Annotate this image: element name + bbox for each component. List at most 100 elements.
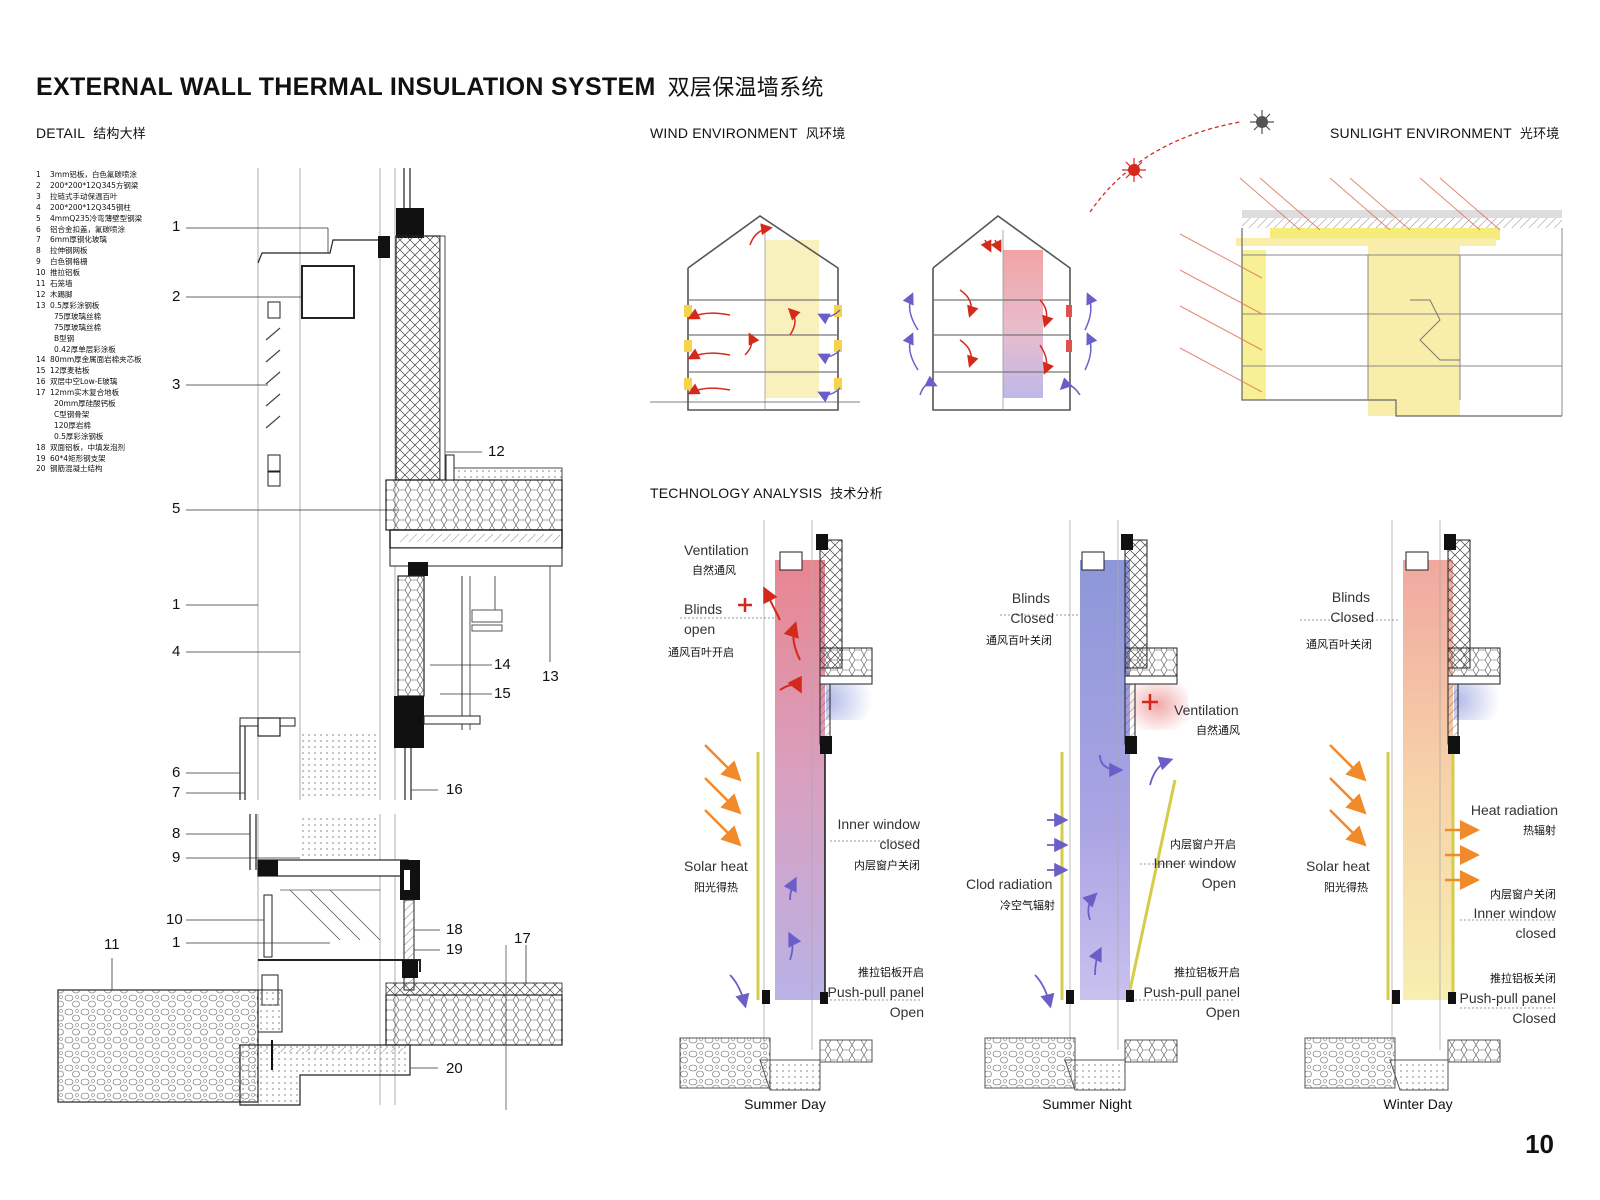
caption-summer-night: Summer Night [1042, 1096, 1132, 1112]
legend-text: 3mm铝板，白色氟碳喷涂 [50, 170, 137, 179]
caption-summer-day: Summer Day [744, 1096, 826, 1112]
legend-item: 3 拉链式手动保温百叶 [36, 192, 142, 203]
legend-number: 7 [36, 235, 41, 245]
sd-blinds-state: open [684, 621, 716, 637]
panel-summer-night [984, 520, 1235, 1091]
callout-1b: 1 [172, 596, 181, 613]
legend-number: 10 [36, 268, 46, 278]
legend-text: 60*4矩形钢支架 [50, 453, 106, 463]
legend-number: 3 [36, 191, 41, 201]
legend-item: 20mm厚硅酸钙板 [36, 399, 142, 410]
sn-ventilation-cn: 自然通风 [1196, 724, 1240, 737]
legend-text: 双面铝板，中填发泡剂 [50, 442, 125, 452]
page-number: 10 [1525, 1129, 1554, 1159]
detail-drawing [57, 168, 570, 1110]
legend-text: 0.5厚彩涂钢板 [54, 431, 104, 441]
callout-20: 20 [446, 1060, 463, 1077]
sn-panel-en: Push-pull panel [1143, 984, 1240, 1000]
legend-text: 75厚玻璃丝棉 [54, 322, 102, 332]
sd-solar-en: Solar heat [684, 858, 748, 874]
legend-text: 0.5厚彩涂钢板 [50, 300, 100, 310]
legend-number: 4 [36, 202, 41, 212]
callout-4: 4 [172, 643, 181, 660]
wd-blinds-cn: 通风百叶关闭 [1306, 638, 1372, 651]
section-tech-en: TECHNOLOGY ANALYSIS [650, 485, 823, 501]
wd-heat-cn: 热辐射 [1523, 824, 1556, 837]
section-tech-cn: 技术分析 [830, 487, 883, 502]
sd-inner-cn: 内层窗户关闭 [854, 859, 920, 872]
callout-10: 10 [166, 911, 183, 928]
section-sunlight-en: SUNLIGHT ENVIRONMENT [1330, 125, 1512, 141]
section-detail-cn: 结构大样 [93, 127, 146, 142]
sn-blinds-state: Closed [1010, 610, 1054, 626]
legend-number: 19 [36, 453, 46, 463]
legend-text: 12mm实木复合地板 [50, 388, 120, 398]
sn-inner-cn: 内层窗户开启 [1170, 838, 1236, 851]
sn-ventilation-en: Ventilation [1174, 702, 1239, 718]
legend-text: 12厚麦秸板 [50, 366, 90, 376]
callout-5: 5 [172, 500, 181, 517]
legend-number: 15 [36, 366, 46, 376]
sn-cold-cn: 冷空气辐射 [1000, 899, 1055, 912]
wd-inner-state: closed [1515, 925, 1556, 941]
legend-item: 13 0.5厚彩涂钢板 [36, 301, 142, 312]
section-tech: TECHNOLOGY ANALYSIS 技术分析 [650, 483, 883, 502]
sunlight-section [1089, 110, 1563, 417]
legend-text: 20mm厚硅酸钙板 [54, 399, 116, 409]
sn-panel-state: Open [1205, 1004, 1240, 1020]
sn-inner-en: Inner window [1153, 855, 1237, 871]
wd-panel-cn: 推拉铝板关闭 [1490, 972, 1556, 985]
sd-inner-state: closed [879, 836, 920, 852]
callout-18: 18 [446, 921, 463, 938]
legend-item: 9 白色钢格栅 [36, 257, 142, 268]
panel-summer-day [679, 520, 920, 1091]
sd-panel-state: Open [889, 1004, 924, 1020]
callout-8: 8 [172, 825, 181, 842]
legend-item: 75厚玻璃丝棉 [36, 312, 142, 323]
legend-text: 铝合金扣盖，氟碳喷涂 [50, 224, 125, 234]
legend-item: 18 双面铝板，中填发泡剂 [36, 443, 142, 454]
legend-text: 4mmQ235冷弯薄壁型钢梁 [50, 213, 143, 223]
legend-number: 6 [36, 224, 41, 234]
legend-number: 20 [36, 464, 46, 474]
legend-number: 9 [36, 257, 41, 267]
legend-text: 拉伸钢网板 [50, 246, 88, 256]
sn-blinds-cn: 通风百叶关闭 [986, 634, 1052, 647]
legend-text: 白色钢格栅 [50, 257, 88, 267]
sd-inner-en: Inner window [837, 816, 921, 832]
caption-winter-day: Winter Day [1383, 1096, 1453, 1112]
legend-item: C型钢骨架 [36, 410, 142, 421]
callout-3: 3 [172, 376, 181, 393]
wind-section-2 [902, 214, 1098, 411]
title-en: EXTERNAL WALL THERMAL INSULATION SYSTEM [36, 73, 656, 101]
legend-text: 木踢脚 [50, 289, 73, 299]
legend-number: 13 [36, 300, 46, 310]
sd-ventilation-en: Ventilation [684, 542, 749, 558]
sn-blinds-en: Blinds [1011, 590, 1050, 606]
legend-item: 0.5厚彩涂钢板 [36, 432, 142, 443]
legend-number: 17 [36, 388, 46, 398]
callout-15: 15 [494, 685, 511, 702]
legend-text: B型钢 [54, 333, 75, 343]
legend-item: B型钢 [36, 334, 142, 345]
callout-7: 7 [172, 784, 181, 801]
legend-number: 18 [36, 442, 46, 452]
legend-text: 拉链式手动保温百叶 [50, 191, 118, 201]
legend-item: 0.42厚单层彩涂板 [36, 345, 142, 356]
callout-19: 19 [446, 941, 463, 958]
legend-text: 0.42厚单层彩涂板 [54, 344, 116, 354]
wind-section-1 [650, 215, 860, 411]
legend-text: 钢筋混凝土结构 [50, 464, 103, 474]
section-wind-en: WIND ENVIRONMENT [650, 125, 798, 141]
callout-12: 12 [488, 443, 505, 460]
